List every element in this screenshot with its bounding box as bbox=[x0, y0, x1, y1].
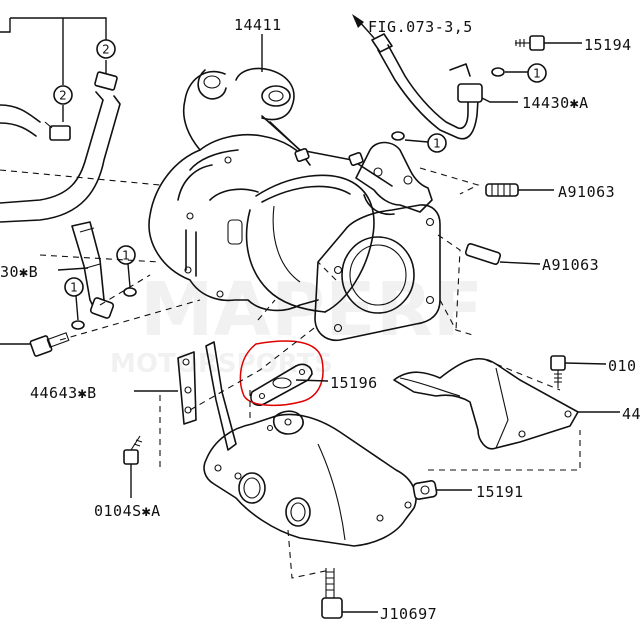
bolt-010 bbox=[550, 355, 607, 388]
fig-ref-label: FIG.073-3,5 bbox=[368, 18, 473, 36]
stud-a91063-lower bbox=[464, 243, 541, 265]
label-a91063-upper: A91063 bbox=[558, 183, 615, 201]
hose-clamp-leaders bbox=[0, 17, 107, 122]
svg-text:2: 2 bbox=[102, 43, 110, 57]
label-j10697: J10697 bbox=[380, 605, 437, 623]
turbocharger bbox=[148, 67, 441, 342]
label-14411: 14411 bbox=[234, 16, 282, 34]
heat-shield bbox=[393, 357, 579, 450]
label-15191: 15191 bbox=[476, 483, 524, 501]
label-15194: 15194 bbox=[584, 36, 632, 54]
washer-upper: 1 bbox=[491, 63, 547, 83]
washer-left-lower: 1 bbox=[64, 277, 85, 330]
svg-text:1: 1 bbox=[70, 281, 78, 295]
gasket-15196 bbox=[250, 363, 313, 407]
inlet-pipe bbox=[71, 221, 115, 319]
label-15196: 15196 bbox=[330, 374, 378, 392]
washer-left-upper: 1 bbox=[116, 245, 137, 297]
label-010: 010 bbox=[608, 357, 637, 375]
bolt-15194 bbox=[515, 35, 582, 51]
label-44643-b: 44643✱B bbox=[30, 384, 97, 402]
svg-text:2: 2 bbox=[59, 89, 67, 103]
svg-text:1: 1 bbox=[122, 249, 130, 263]
highlight-circle bbox=[239, 340, 324, 407]
label-30-b: 30✱B bbox=[0, 263, 38, 281]
stud-j10697 bbox=[321, 568, 378, 619]
bolt-0104s-a bbox=[123, 435, 143, 498]
label-0104s-a: 0104S✱A bbox=[94, 502, 161, 520]
exhaust-manifold bbox=[203, 341, 438, 547]
assembly-dashed-lines bbox=[0, 167, 581, 579]
label-14430-a: 14430✱A bbox=[522, 94, 589, 112]
bolt-left bbox=[0, 332, 70, 357]
label-a91063-lower: A91063 bbox=[542, 256, 599, 274]
coolant-hoses bbox=[0, 71, 121, 223]
callout-2-upper: 2 bbox=[96, 39, 116, 59]
callout-2-lower: 2 bbox=[53, 85, 73, 105]
watermark-subtext: MOTORSPORTS bbox=[110, 349, 333, 379]
oil-feed-pipe bbox=[371, 33, 483, 140]
washer-mid: 1 bbox=[391, 131, 447, 153]
stud-a91063-upper bbox=[485, 183, 554, 197]
label-44: 44 bbox=[622, 405, 640, 423]
fig-ref-arrow bbox=[352, 14, 375, 39]
svg-text:1: 1 bbox=[433, 137, 441, 151]
svg-text:1: 1 bbox=[533, 67, 541, 81]
